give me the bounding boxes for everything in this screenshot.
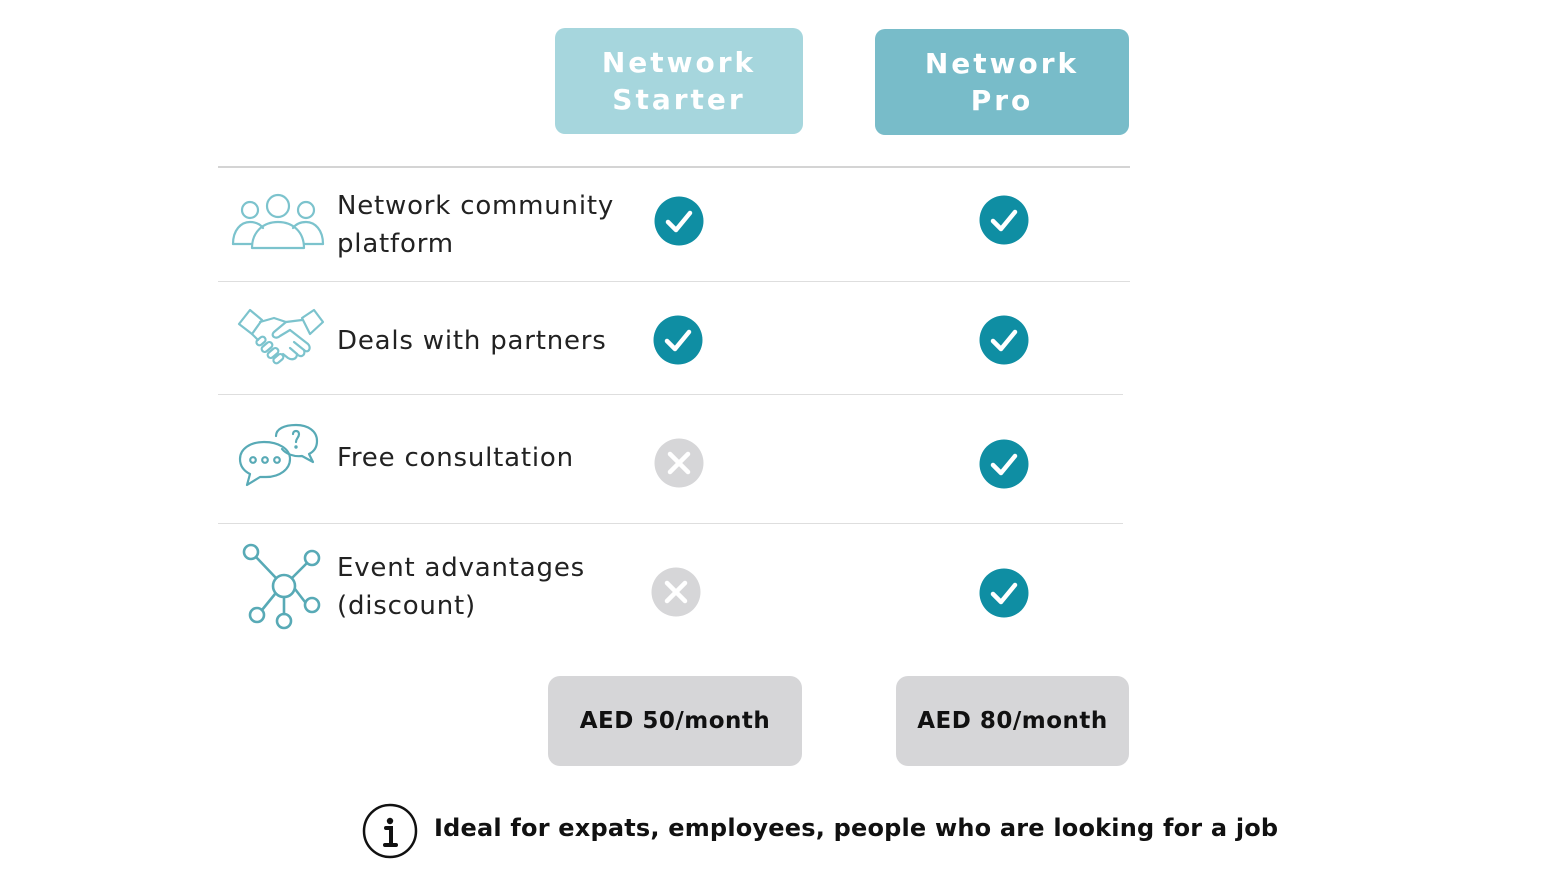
feature-label-line2: (discount) — [337, 591, 476, 621]
feature-label: Free consultation — [337, 439, 637, 477]
people-group-icon — [231, 193, 325, 250]
cross-icon — [654, 438, 704, 488]
feature-label: Deals with partners — [337, 322, 637, 360]
check-icon — [979, 439, 1029, 489]
check-icon — [653, 315, 703, 365]
divider — [218, 394, 1123, 395]
plan-name-line2: Starter — [612, 83, 746, 116]
check-icon — [979, 568, 1029, 618]
divider — [218, 281, 1130, 282]
info-icon — [362, 803, 418, 859]
plan-header-starter: Network Starter — [555, 28, 803, 134]
feature-label: Network community platform — [337, 187, 637, 263]
plan-name-line1: Network — [924, 47, 1080, 80]
chat-question-icon — [238, 423, 319, 487]
feature-label-line1: Event advantages — [337, 553, 585, 583]
cross-icon — [651, 567, 701, 617]
network-nodes-icon — [242, 543, 321, 630]
check-icon — [979, 315, 1029, 365]
feature-label-line1: Deals with partners — [337, 326, 607, 356]
divider — [218, 166, 1130, 168]
feature-label: Event advantages (discount) — [337, 549, 637, 625]
feature-label-line1: Free consultation — [337, 443, 574, 473]
check-icon — [654, 196, 704, 246]
divider — [218, 523, 1123, 524]
price-starter: AED 50/month — [548, 676, 802, 766]
plan-name-line1: Network — [601, 46, 757, 79]
check-icon — [979, 195, 1029, 245]
feature-label-line2: platform — [337, 229, 454, 259]
feature-label-line1: Network community — [337, 191, 615, 221]
plan-name-line2: Pro — [970, 84, 1034, 117]
handshake-icon — [237, 308, 325, 365]
price-pro: AED 80/month — [896, 676, 1129, 766]
plan-header-pro: Network Pro — [875, 29, 1129, 135]
note-text: Ideal for expats, employees, people who … — [434, 814, 1279, 842]
